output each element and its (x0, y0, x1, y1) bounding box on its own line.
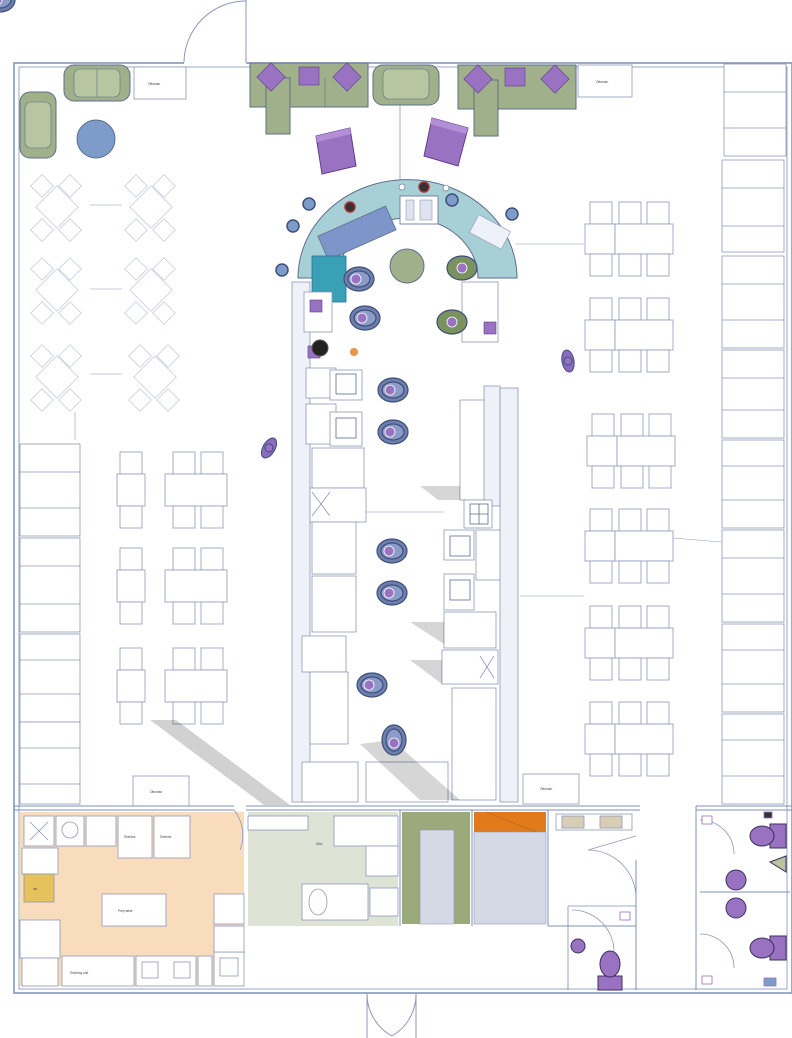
left-dining-tables (116, 451, 228, 725)
ottoman-left (133, 66, 187, 100)
standing-guests (260, 349, 575, 459)
walk-in-freezer-inner (473, 831, 547, 925)
left-booths (19, 443, 81, 805)
ottoman-left-label: Ottoman (148, 82, 160, 86)
ice-machine-label: Ice (33, 887, 37, 891)
diamond-table-cluster (30, 174, 180, 412)
ice-machine (23, 873, 55, 903)
dish-room-fixtures (247, 815, 399, 921)
right-dining-tables (584, 201, 676, 777)
bar-round-table (389, 248, 425, 284)
kitchen-sinks (335, 373, 489, 601)
shelves-a-label: Shelves (124, 835, 136, 839)
back-shelving (555, 813, 633, 831)
kitchen-counter-left (291, 281, 449, 803)
ottoman-bottom-right-label: Ottoman (540, 787, 552, 791)
kitchen-appliances (307, 299, 497, 359)
kitchen-shadows (360, 486, 460, 800)
staff-figures (0, 0, 478, 882)
armchair-left (315, 127, 357, 175)
walk-in-freezer (474, 812, 546, 832)
back-of-house-walls (14, 805, 792, 990)
freezer-mark (485, 811, 537, 833)
entrance-door-top[interactable] (183, 0, 247, 64)
bar-counter (297, 179, 518, 303)
dish-label: Dish (316, 842, 323, 846)
ottoman-right (577, 64, 633, 98)
ottoman-bottom-left-label: Ottoman (150, 790, 162, 794)
toilet-fixtures (570, 823, 787, 991)
restroom-doors[interactable] (571, 819, 735, 969)
right-booths (721, 63, 787, 805)
storage-door[interactable] (233, 809, 244, 851)
prep-table-label: Prep table (118, 909, 133, 913)
round-coffee-table (76, 119, 116, 159)
restroom-signs (619, 811, 777, 987)
lounge-sofa-left (63, 64, 131, 102)
sectional-sofa-left (249, 62, 369, 135)
walk-in-cooler-inner (419, 829, 455, 925)
armchair-right (423, 117, 469, 167)
bar-stools (275, 193, 519, 277)
lounge-sofa-side-left (19, 91, 57, 159)
shelving-unit-label: Shelving unit (70, 971, 88, 975)
shelves-b-label: Shelves (160, 835, 172, 839)
sectional-sofa-right (457, 64, 577, 137)
left-table-shadows (150, 720, 290, 805)
right-table-links (516, 243, 722, 597)
entrance-door-bottom[interactable] (366, 992, 417, 1038)
storage-room-fixtures (19, 815, 245, 987)
restroom-partitions (567, 905, 636, 990)
ottoman-right-label: Ottoman (596, 80, 608, 84)
kitchen-counter-right (441, 281, 519, 803)
diamond-table-links (74, 204, 122, 440)
ottoman-bottom-right (522, 773, 580, 805)
lounge-sofa-center (372, 64, 440, 106)
